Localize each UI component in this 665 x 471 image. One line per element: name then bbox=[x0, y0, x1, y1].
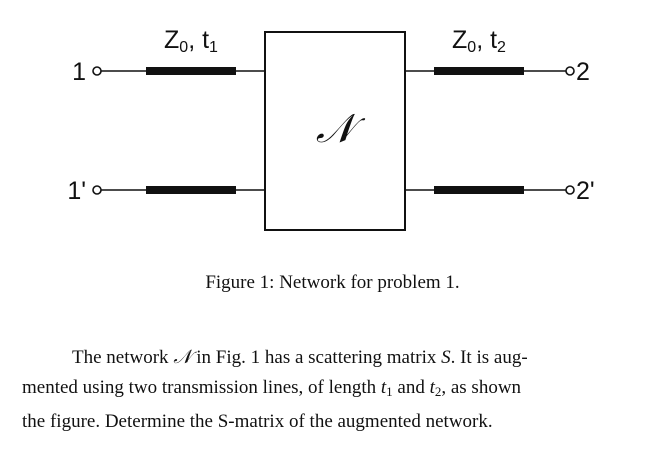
problem-text: The network 𝒩 in Fig. 1 has a scattering… bbox=[22, 343, 644, 437]
right-top-transmission-line bbox=[434, 67, 524, 75]
problem-text-line-1: The network 𝒩 in Fig. 1 has a scattering… bbox=[72, 347, 528, 368]
port-2-label: 2 bbox=[576, 58, 590, 86]
problem-text-line-2: mented using two transmission lines, of … bbox=[22, 377, 522, 399]
port-2prime-label: 2' bbox=[576, 177, 595, 205]
port-1-label: 1 bbox=[72, 58, 86, 86]
left-line-label: Z0, t1 bbox=[164, 26, 218, 56]
network-figure: 𝒩 1 1' 2 2' Z0, t1 Z0, t2 bbox=[67, 26, 595, 231]
left-bottom-transmission-line bbox=[146, 186, 236, 194]
right-line-label: Z0, t2 bbox=[452, 26, 506, 56]
port-2-terminal bbox=[565, 66, 575, 76]
network-box bbox=[264, 31, 406, 231]
figure-caption: Figure 1: Network for problem 1. bbox=[205, 272, 460, 293]
left-top-transmission-line bbox=[146, 67, 236, 75]
problem-text-line-3: the figure. Determine the S-matrix of th… bbox=[22, 411, 493, 432]
network-symbol: 𝒩 bbox=[316, 106, 366, 152]
network-symbol-inline: 𝒩 bbox=[173, 347, 192, 368]
port-2prime-terminal bbox=[565, 185, 575, 195]
matrix-symbol-inline: S bbox=[441, 347, 451, 368]
port-1-terminal bbox=[92, 66, 102, 76]
right-bottom-transmission-line bbox=[434, 186, 524, 194]
port-1prime-terminal bbox=[92, 185, 102, 195]
port-1prime-label: 1' bbox=[67, 177, 86, 205]
